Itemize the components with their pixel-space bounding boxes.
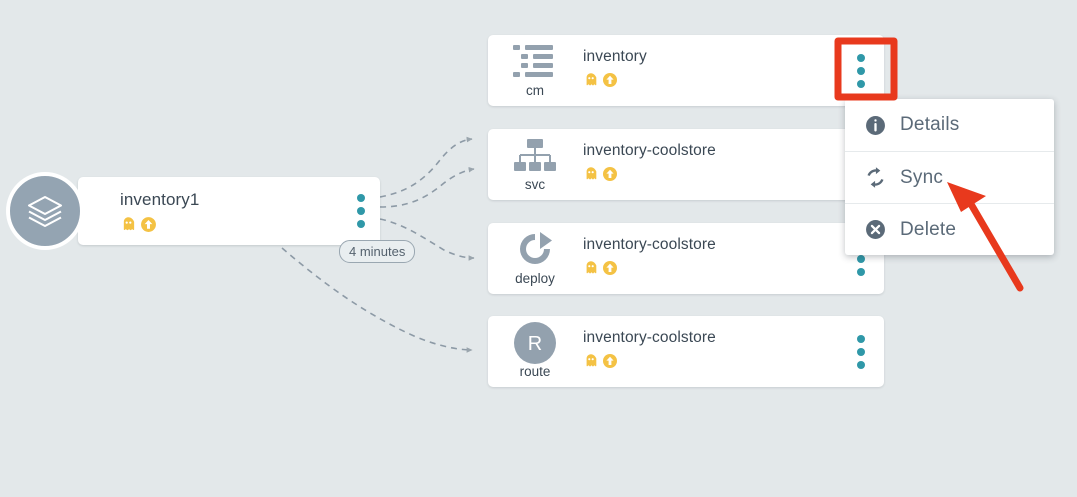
context-menu-item-delete[interactable]: Delete <box>845 203 1054 255</box>
application-node-kebab-menu-icon[interactable] <box>352 194 370 228</box>
kebab-dot <box>857 360 865 369</box>
edge-app-to-cm <box>379 136 473 198</box>
resource-status-icons <box>583 353 618 369</box>
out-of-sync-arrow-up-icon <box>141 217 156 232</box>
out-of-sync-arrow-up-icon <box>603 167 617 181</box>
resource-kind-label: route <box>519 364 551 379</box>
resource-cm-kebab-menu-icon[interactable] <box>852 53 870 88</box>
resource-card-svc[interactable]: svc inventory-coolstore <box>488 129 884 200</box>
resource-icon-svc: svc <box>504 135 566 197</box>
context-menu-item-label: Details <box>900 114 960 135</box>
kebab-dot <box>357 194 365 202</box>
context-menu-item-label: Delete <box>900 218 957 240</box>
resource-icon-deploy: deploy <box>504 229 566 291</box>
resource-name-label: inventory-coolstore <box>583 142 716 159</box>
config-map-list-icon <box>513 45 553 77</box>
resource-name-label: inventory <box>583 48 647 65</box>
health-unknown-ghost-icon <box>586 261 597 274</box>
resource-route-kebab-menu-icon[interactable] <box>852 334 870 369</box>
kebab-dot <box>857 347 865 356</box>
resource-status-icons <box>583 72 618 88</box>
out-of-sync-arrow-up-icon <box>603 261 617 275</box>
route-circle-r-icon: R <box>514 322 556 364</box>
resource-card-cm[interactable]: cm inventory <box>488 35 884 106</box>
sync-age-badge: 4 minutes <box>339 240 416 263</box>
kebab-dot <box>857 254 865 263</box>
resource-card-deploy[interactable]: deploy inventory-coolstore <box>488 223 884 294</box>
context-menu-item-details[interactable]: Details <box>845 99 1054 151</box>
kebab-dot <box>857 267 865 276</box>
resource-icon-route: R route <box>504 322 566 384</box>
out-of-sync-arrow-up-icon <box>603 73 617 87</box>
application-node-title: inventory1 <box>120 190 200 209</box>
health-unknown-ghost-icon <box>586 354 597 367</box>
kebab-dot <box>857 79 865 88</box>
resource-status-icons <box>583 166 618 182</box>
out-of-sync-arrow-up-icon <box>603 354 617 368</box>
delete-x-circle-icon <box>865 219 886 240</box>
kebab-dot <box>357 207 365 215</box>
edge-app-to-route <box>281 247 473 353</box>
health-unknown-ghost-icon <box>586 167 597 180</box>
application-node-inventory1[interactable]: inventory1 <box>78 177 380 245</box>
kebab-dot <box>857 53 865 62</box>
resource-kind-label: cm <box>526 83 544 98</box>
health-unknown-ghost-icon <box>586 73 597 86</box>
resource-card-route[interactable]: R route inventory-coolstore <box>488 316 884 387</box>
application-node-status-icons <box>120 216 157 233</box>
resource-name-label: inventory-coolstore <box>583 329 716 346</box>
sync-refresh-icon <box>865 167 886 188</box>
health-unknown-ghost-icon <box>123 217 135 231</box>
resource-kind-label: svc <box>524 177 546 192</box>
resource-name-label: inventory-coolstore <box>583 236 716 253</box>
application-layers-icon-badge <box>6 172 84 250</box>
kebab-dot <box>857 334 865 343</box>
info-circle-icon <box>865 115 886 136</box>
resource-status-icons <box>583 260 618 276</box>
context-menu-item-label: Sync <box>900 166 944 188</box>
edge-app-to-svc <box>379 166 475 208</box>
route-icon-letter: R <box>528 333 542 355</box>
service-sitemap-icon <box>514 139 556 171</box>
resource-icon-cm: cm <box>504 41 566 103</box>
resource-kind-label: deploy <box>515 271 555 286</box>
deployment-rotate-icon <box>520 232 552 264</box>
layers-icon <box>27 195 63 228</box>
kebab-dot <box>857 66 865 75</box>
kebab-dot <box>357 220 365 228</box>
context-menu-item-sync[interactable]: Sync <box>845 151 1054 203</box>
resource-context-menu[interactable]: Details Sync Delete <box>845 99 1054 255</box>
